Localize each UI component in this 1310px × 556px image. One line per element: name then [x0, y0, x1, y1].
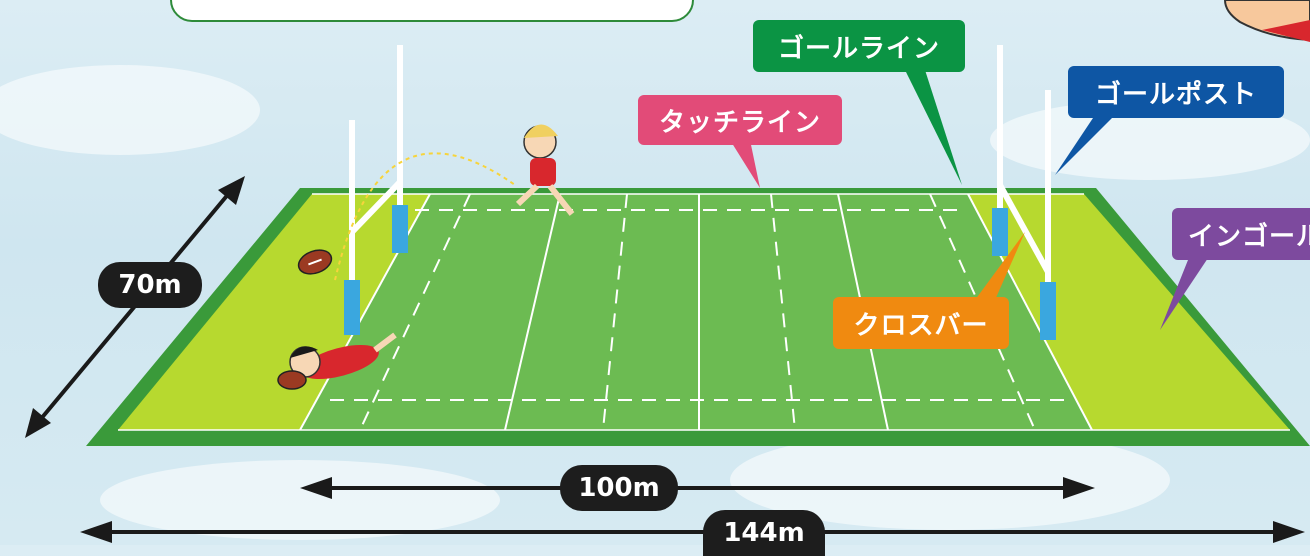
- in-goal-pointer: [1160, 255, 1210, 330]
- character-hand-icon: [1223, 0, 1310, 42]
- speech-box: [170, 0, 694, 22]
- total-length-label: 144m: [703, 510, 825, 556]
- goal-post-label: ゴールポスト: [1068, 66, 1284, 118]
- field-length-arrow: [300, 477, 1095, 499]
- goal-posts-right: [992, 45, 1056, 340]
- total-length-arrow: [80, 521, 1305, 543]
- goal-line-pointer: [905, 70, 962, 185]
- in-goal-label: インゴール: [1172, 208, 1310, 260]
- kicking-player-icon: [515, 124, 575, 216]
- rugby-ball-icon: [297, 249, 333, 275]
- goal-line-label: ゴールライン: [753, 20, 965, 72]
- field-lines: [118, 193, 1290, 431]
- diving-player-icon: [277, 332, 397, 390]
- crossbar-pointer: [975, 232, 1025, 300]
- field-of-play: [300, 194, 1092, 430]
- goal-posts-left: [344, 45, 408, 335]
- goal-post-pointer: [1055, 115, 1115, 175]
- crossbar-label: クロスバー: [833, 297, 1009, 349]
- field-length-label: 100m: [560, 465, 678, 511]
- touch-line-label: タッチライン: [638, 95, 842, 145]
- clouds: [0, 65, 1310, 540]
- width-label: 70m: [98, 262, 202, 308]
- touch-line-pointer: [730, 140, 760, 188]
